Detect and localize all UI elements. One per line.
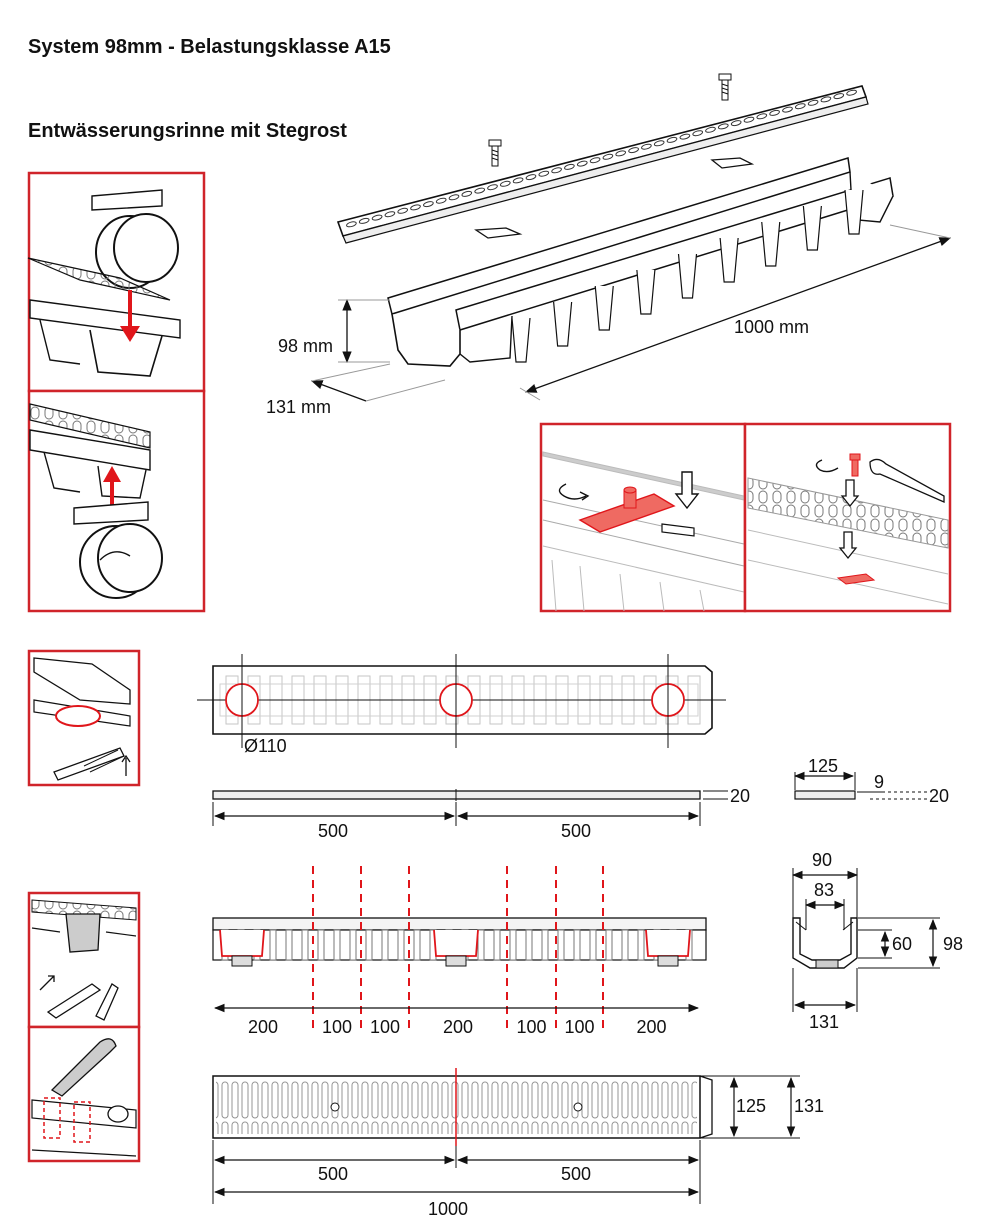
channel-segment-label: 100: [322, 1017, 352, 1037]
grate-iso: [336, 85, 869, 244]
grate-end-height-label: 20: [929, 786, 949, 806]
channel-segment-label: 100: [516, 1017, 546, 1037]
length-label: 1000 mm: [734, 317, 809, 337]
channel-side-view: 200 100 100 200 100 100 200: [212, 866, 707, 1037]
grate-seg-right-label: 500: [561, 821, 591, 841]
grate-height-label: 20: [730, 786, 750, 806]
grate-side-view: 20 500 500: [212, 786, 750, 841]
page-title: System 98mm - Belastungsklasse A15: [28, 36, 391, 58]
section-outer-top-label: 90: [812, 850, 832, 870]
grate-top-view: 125 131 500 500 1000: [212, 1068, 824, 1219]
isometric-channel-view: 98 mm 131 mm 1000 mm: [266, 73, 952, 417]
section-base-width-label: 131: [809, 1012, 839, 1032]
diameter-label: Ø110: [244, 736, 287, 756]
end-cap-remove-detail: [27, 389, 206, 613]
grate-top-outer-width-label: 131: [794, 1096, 824, 1116]
height-label: 98 mm: [278, 336, 333, 356]
grate-end-view: 125 9 20: [793, 756, 949, 806]
channel-segment-label: 200: [443, 1017, 473, 1037]
section-inner-top-label: 83: [814, 880, 834, 900]
screw-fastening-detail: [743, 422, 952, 613]
grate-lever-icon: [31, 1038, 137, 1157]
end-cap-install-detail: [27, 171, 206, 393]
end-cap-install-icon: [27, 189, 181, 377]
clip-rotate-detail: [539, 422, 747, 613]
grate-end-gap-label: 9: [874, 772, 884, 792]
grate-top-seg-right-label: 500: [561, 1164, 591, 1184]
grate-end-width-label: 125: [808, 756, 838, 776]
channel-segment-label: 200: [248, 1017, 278, 1037]
section-total-height-label: 98: [943, 934, 963, 954]
clip-rotate-icon: [558, 471, 700, 537]
channel-segment-label: 100: [564, 1017, 594, 1037]
screw-icon: [718, 73, 732, 101]
screw-icon: [488, 139, 502, 167]
page-subtitle: Entwässerungsrinne mit Stegrost: [28, 120, 347, 142]
grate-top-total-label: 1000: [428, 1199, 468, 1219]
grate-top-inner-width-label: 125: [736, 1096, 766, 1116]
outlet-cutout-detail: [27, 649, 141, 787]
grate-lever-detail: [27, 1025, 141, 1163]
clip-icon: [474, 227, 523, 239]
end-cap-remove-icon: [29, 403, 163, 599]
channel-cross-section: 90 83 60 98 131: [791, 850, 963, 1032]
channel-segment-label: 100: [370, 1017, 400, 1037]
section-inner-height-label: 60: [892, 934, 912, 954]
cut-section-icon: [31, 899, 137, 1021]
width-label: 131 mm: [266, 397, 331, 417]
grate-top-seg-left-label: 500: [318, 1164, 348, 1184]
cut-section-detail: [27, 891, 141, 1029]
channel-segment-label: 200: [636, 1017, 666, 1037]
screw-fastening-icon: [815, 453, 945, 585]
outlet-cutout-icon: [33, 657, 131, 781]
channel-top-view: Ø110: [197, 654, 726, 756]
grate-seg-left-label: 500: [318, 821, 348, 841]
clip-icon: [710, 157, 755, 169]
